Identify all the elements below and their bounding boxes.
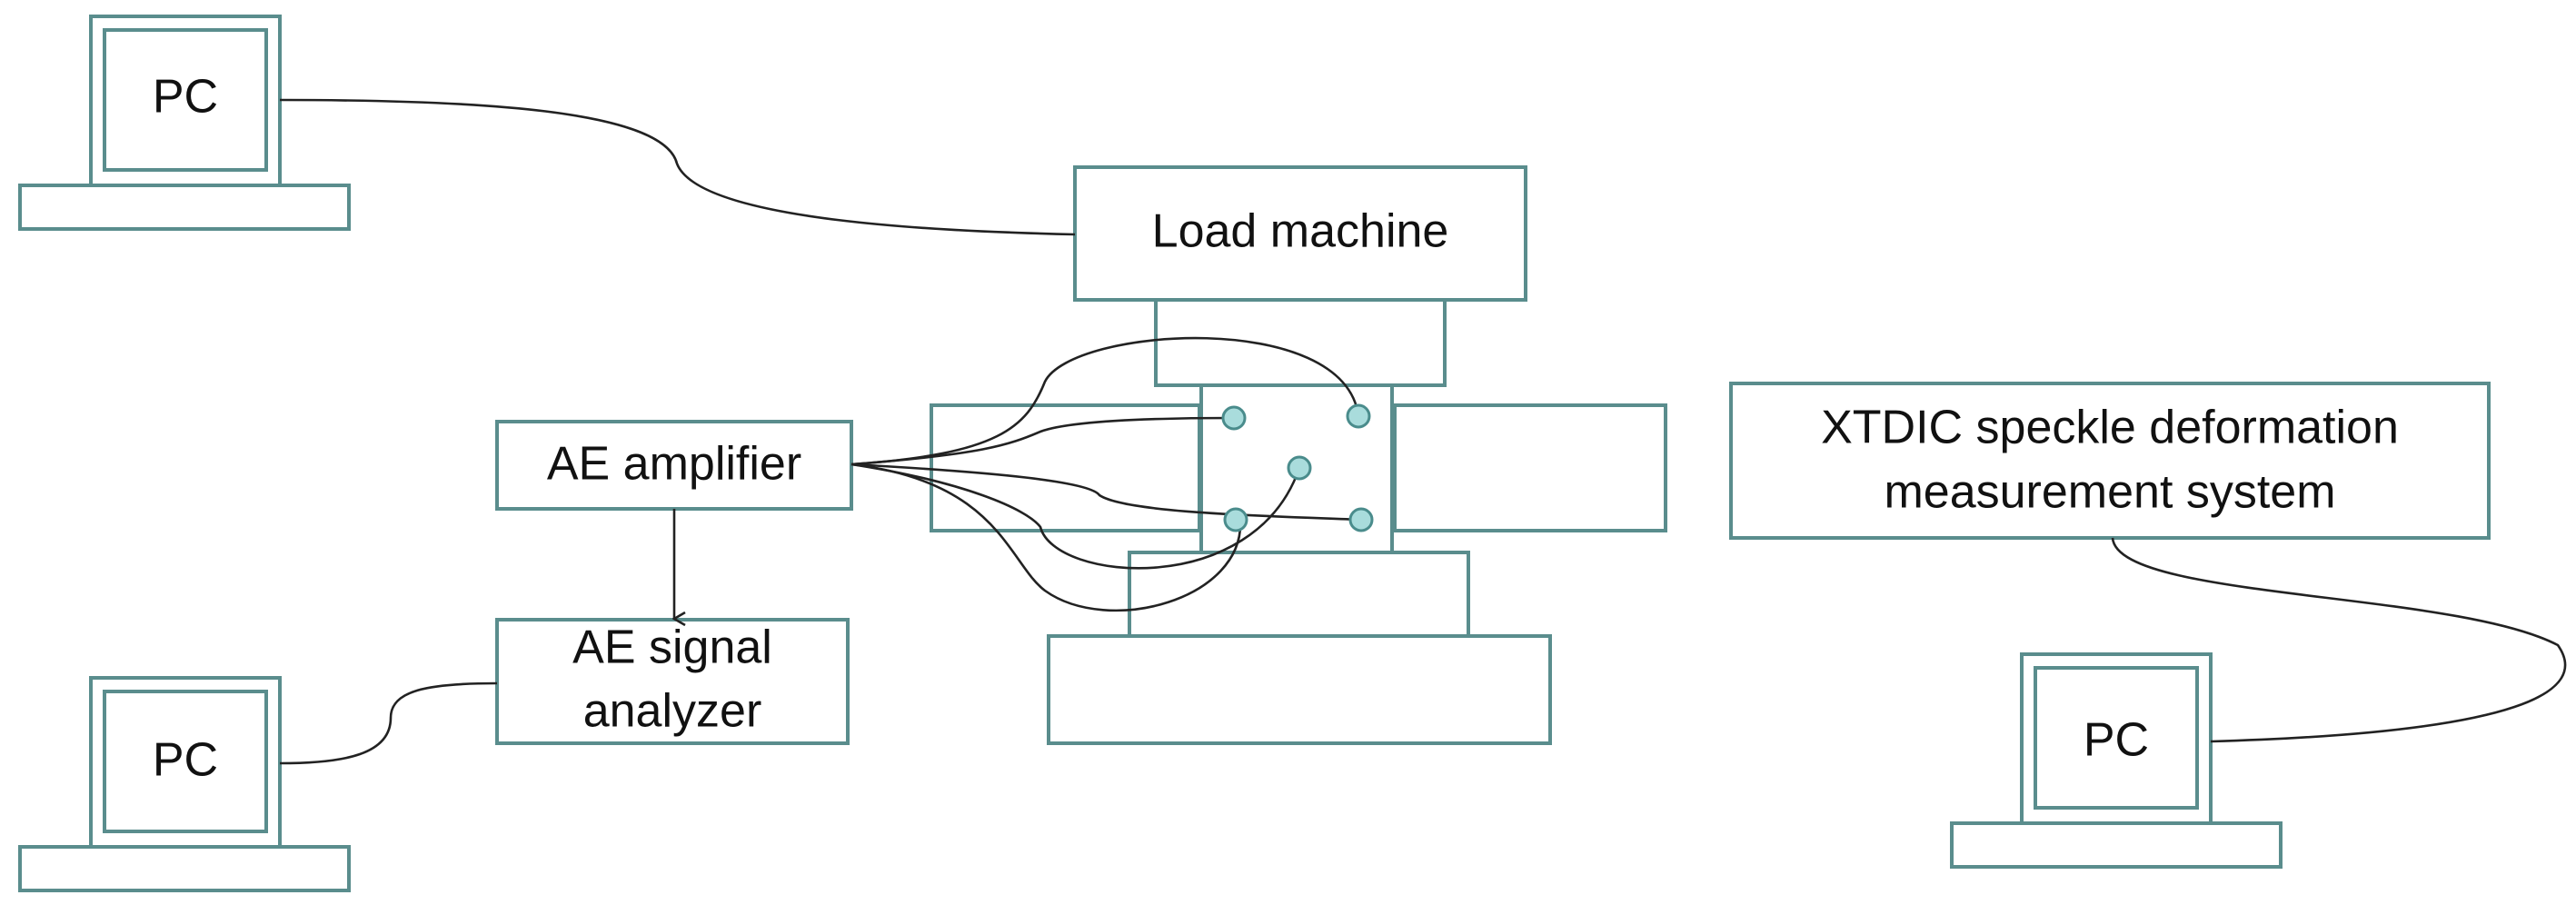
connections: [279, 98, 2567, 765]
cable-pc-to-load-machine: [279, 98, 1076, 236]
ae-analyzer-box: [495, 618, 850, 745]
ae-sensor: [1287, 455, 1312, 481]
pc-top-left: PC: [18, 15, 351, 231]
xtdic-label-line1: XTDIC speckle deformation: [1821, 402, 2399, 454]
pc-screen: [103, 690, 268, 833]
right-side-frame: [1393, 403, 1667, 532]
pc-keyboard-base: [18, 184, 351, 231]
sensor-wire-5: [850, 462, 1242, 612]
xtdic-box: [1729, 382, 2491, 540]
load-machine-label: Load machine: [1152, 205, 1449, 258]
pc-right: PC: [1950, 652, 2283, 869]
pc-bottom-left: PC: [18, 676, 351, 892]
xtdic-label-line2: measurement system: [1884, 466, 2335, 519]
left-side-frame: [930, 403, 1201, 532]
ae-sensors: [1221, 403, 1374, 532]
pc-bottom-left-label: PC: [153, 734, 218, 787]
sensor-wire-4: [850, 462, 1301, 570]
machine-base: [1047, 634, 1552, 745]
cable-xtdic-to-pc: [2111, 537, 2567, 743]
ae-sensor: [1221, 405, 1247, 431]
ae-amplifier: AE amplifier: [495, 420, 853, 511]
pc-screen: [103, 28, 268, 172]
cable-analyzer-to-pc: [279, 681, 498, 765]
ae-amplifier-box: [495, 420, 853, 511]
ae-analyzer-label-line2: analyzer: [583, 685, 762, 738]
load-machine-assembly: Load machine: [930, 165, 1667, 745]
ae-sensor: [1348, 507, 1374, 532]
pc-screen: [2034, 666, 2199, 810]
sensor-wire-2: [850, 416, 1235, 466]
pc-keyboard-base: [1950, 821, 2283, 869]
sensor-wires: [850, 336, 1362, 612]
pc-right-label: PC: [2084, 714, 2149, 767]
sensor-wire-1: [850, 336, 1360, 466]
upper-platen: [1154, 298, 1447, 387]
ae-sensor: [1346, 403, 1371, 429]
pc-keyboard-base: [18, 845, 351, 892]
ae-analyzer-label-line1: AE signal: [572, 622, 772, 674]
ae-sensor: [1223, 507, 1248, 532]
ae-signal-analyzer: AE signal analyzer: [495, 618, 850, 745]
ae-amplifier-label: AE amplifier: [547, 438, 801, 491]
pc-top-left-label: PC: [153, 71, 218, 124]
sensor-wire-3: [850, 462, 1362, 522]
xtdic-system: XTDIC speckle deformation measurement sy…: [1729, 382, 2491, 540]
